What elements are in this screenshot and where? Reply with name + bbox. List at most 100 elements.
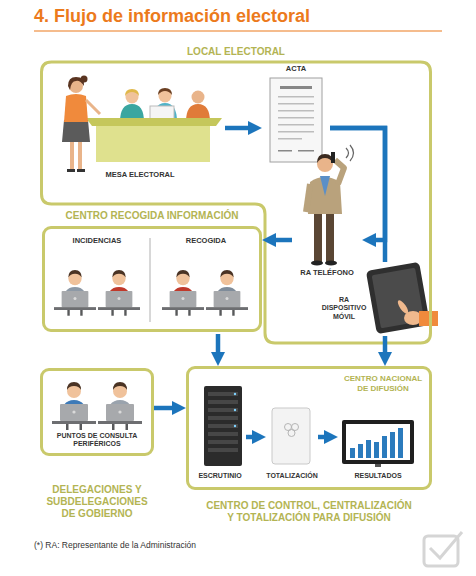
flow-arrow bbox=[154, 406, 177, 411]
workers-art-part bbox=[162, 270, 204, 316]
node-label: RA TELÉFONO bbox=[292, 268, 362, 277]
phone-person-art bbox=[306, 145, 354, 266]
phone-person-art-part bbox=[331, 152, 335, 163]
document-art-part bbox=[278, 117, 314, 119]
polling-table-art-part bbox=[150, 106, 174, 119]
phone-person-art-part bbox=[311, 261, 323, 266]
polling-table-art-part bbox=[67, 169, 75, 172]
server-art-part bbox=[208, 440, 238, 444]
server-art-part bbox=[208, 416, 238, 420]
node-label: INCIDENCIAS bbox=[48, 236, 146, 245]
phone-person-art-part bbox=[346, 148, 349, 158]
workers-art-part bbox=[98, 270, 140, 316]
document-art-part bbox=[278, 96, 314, 98]
icon-node: ESCRUTINIO bbox=[194, 380, 246, 484]
flow-arrow bbox=[225, 126, 253, 131]
node-label: MESA ELECTORAL bbox=[80, 170, 200, 179]
polling-table-art-part bbox=[62, 120, 90, 142]
section-divider bbox=[150, 238, 151, 322]
phone-person-art-part bbox=[350, 145, 354, 161]
document-art-part bbox=[278, 124, 314, 126]
section-box: CENTRO RECOGIDA INFORMACIÓNINCIDENCIASRE… bbox=[42, 206, 262, 334]
icon-node: RA TELÉFONO bbox=[292, 148, 362, 280]
monitor-art-part bbox=[346, 424, 410, 460]
section-outline-path bbox=[42, 62, 431, 343]
totalizer-art-part bbox=[288, 430, 295, 437]
node-label: ESCRUTINIO bbox=[190, 472, 250, 480]
title-rule bbox=[34, 30, 442, 31]
polling-table-art-part bbox=[70, 140, 74, 170]
document-art-part bbox=[278, 138, 302, 140]
document-art-part bbox=[278, 103, 314, 105]
section-box: CENTRO NACIONAL DE DIFUSIÓN CENTRO DE CON… bbox=[186, 366, 432, 534]
page-title: 4. Flujo de información electoral bbox=[34, 6, 310, 27]
node-label: PUNTOS DE CONSULTA PERIFÉRICOS bbox=[49, 432, 145, 449]
workers-art-part bbox=[98, 382, 142, 430]
section-box: PUNTOS DE CONSULTA PERIFÉRICOS DELEGACION… bbox=[40, 368, 154, 528]
flow-arrow bbox=[216, 334, 221, 357]
polling-table-art-part bbox=[158, 88, 172, 95]
flow-arrow bbox=[330, 128, 385, 240]
monitor-art bbox=[342, 420, 414, 467]
section-heading: LOCAL ELECTORAL bbox=[40, 46, 432, 58]
document-art-part bbox=[298, 150, 314, 152]
footnote: (*) RA: Representante de la Administraci… bbox=[34, 540, 196, 550]
phone-person-art-part bbox=[314, 212, 322, 262]
section-outline bbox=[40, 44, 432, 346]
document-art-part bbox=[278, 131, 314, 133]
phone-person-art-part bbox=[326, 212, 334, 262]
tablet-art bbox=[366, 262, 438, 334]
tablet-art-part bbox=[419, 311, 438, 326]
document-art-part bbox=[280, 86, 312, 89]
phone-person-art-part bbox=[335, 160, 344, 184]
icon-node: TOTALIZACIÓN bbox=[266, 392, 318, 484]
flow-arrow bbox=[330, 128, 385, 262]
workers-art-part bbox=[54, 270, 96, 316]
icon-node: MESA ELECTORAL bbox=[50, 68, 225, 186]
icon-node: RA DISPOSITIVO MÓVIL bbox=[312, 262, 430, 336]
server-art-part bbox=[208, 432, 238, 436]
polling-table-art-part bbox=[96, 126, 210, 162]
server-art-part bbox=[208, 448, 238, 452]
watermark-icon-part bbox=[430, 532, 462, 558]
node-label: RESULTADOS bbox=[338, 472, 418, 480]
monitor-art-part bbox=[366, 440, 371, 458]
polling-table-art bbox=[62, 76, 222, 173]
totalizer-art bbox=[272, 408, 310, 464]
server-art-part bbox=[208, 424, 238, 428]
monitor-art-part bbox=[358, 444, 363, 458]
polling-table-art-part bbox=[86, 100, 100, 114]
server-art-part bbox=[234, 409, 236, 411]
monitor-art-part bbox=[382, 436, 387, 458]
flow-arrow bbox=[318, 435, 329, 440]
monitor-art-part bbox=[398, 428, 403, 458]
polling-table-art-part bbox=[86, 118, 222, 126]
phone-person-art-part bbox=[325, 261, 337, 266]
monitor-art-part bbox=[375, 464, 381, 467]
section-subheading: CENTRO NACIONAL DE DIFUSIÓN bbox=[340, 374, 426, 393]
workers-art-part bbox=[206, 270, 248, 316]
polling-table-art-part bbox=[77, 169, 85, 172]
node-label: RA DISPOSITIVO MÓVIL bbox=[318, 296, 370, 321]
node-label: ACTA bbox=[262, 64, 330, 73]
node-label: RECOGIDA bbox=[156, 236, 256, 245]
server-art-part bbox=[204, 386, 242, 466]
polling-table-art-part bbox=[192, 91, 205, 104]
icon-node: ACTA bbox=[262, 62, 330, 168]
monitor-art-part bbox=[390, 432, 395, 458]
polling-table-art-part bbox=[64, 94, 88, 122]
tablet-art-part-part bbox=[372, 268, 425, 329]
phone-person-art-part bbox=[320, 176, 330, 196]
section-heading: DELEGACIONES Y SUBDELEGACIONES DE GOBIER… bbox=[44, 484, 150, 520]
phone-person-art-part bbox=[306, 184, 310, 212]
polling-table-art-part bbox=[81, 76, 88, 83]
icon-node: RECOGIDA bbox=[156, 230, 256, 326]
document-art-part bbox=[278, 150, 292, 152]
totalizer-art-part bbox=[272, 408, 310, 464]
server-art-part bbox=[234, 425, 236, 427]
server-art bbox=[204, 386, 242, 466]
node-label: TOTALIZACIÓN bbox=[258, 472, 326, 480]
polling-table-art-part bbox=[78, 140, 82, 170]
watermark-icon bbox=[424, 532, 462, 566]
section-heading: CENTRO DE CONTROL, CENTRALIZACIÓN Y TOTA… bbox=[203, 500, 415, 524]
